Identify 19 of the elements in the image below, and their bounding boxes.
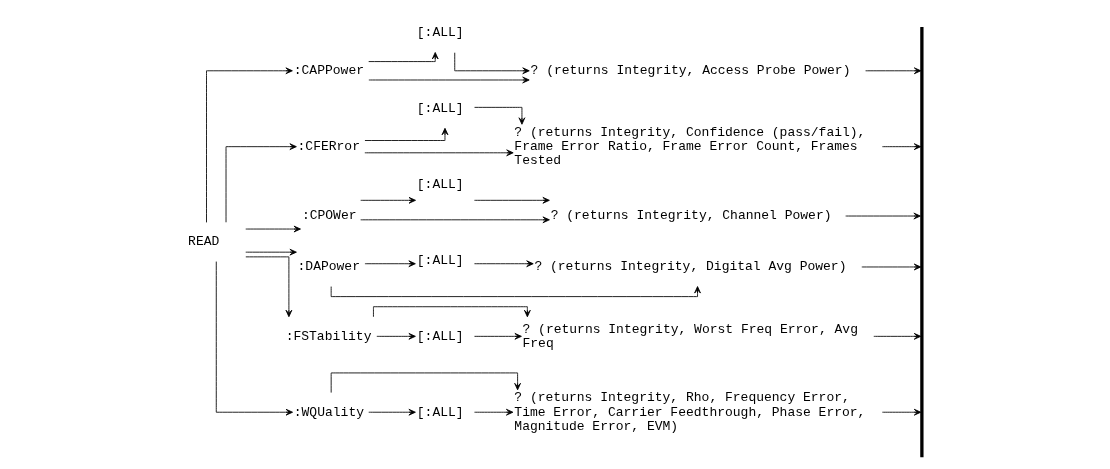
node-text: [:ALL] xyxy=(416,176,464,192)
node-text: [:ALL] xyxy=(416,24,464,40)
node-text: ? (returns Integrity, Digital Avg Power) xyxy=(534,258,847,274)
node-text: ? (returns Integrity, Access Probe Power) xyxy=(530,62,851,78)
node-text: ? (returns Integrity, Confidence (pass/fail), Frame Error Ratio, Frame Error Count, Frames Tested xyxy=(514,124,866,168)
node-text: :DAPower xyxy=(297,258,360,274)
node-text: ? (returns Integrity, Channel Power) xyxy=(550,207,832,223)
node-text: [:ALL] xyxy=(416,328,464,344)
node-text: [:ALL] xyxy=(416,404,464,420)
node-text: ? (returns Integrity, Worst Freq Error, Avg Freq xyxy=(522,321,858,351)
node-text: :CFERror xyxy=(297,138,360,154)
node-text: [:ALL] xyxy=(416,252,464,268)
node-text: :FSTability xyxy=(285,328,372,344)
node-text: :WQUality xyxy=(293,404,364,420)
node-text: [:ALL] xyxy=(416,100,464,116)
node-text: :CPOWer xyxy=(301,207,357,223)
node-text: READ xyxy=(188,233,220,249)
node-text: :CAPPower xyxy=(293,62,364,78)
node-text: ? (returns Integrity, Rho, Frequency Error, Time Error, Carrier Feedthrough, Phase Error, Magnitude Error, EVM) xyxy=(514,389,866,434)
